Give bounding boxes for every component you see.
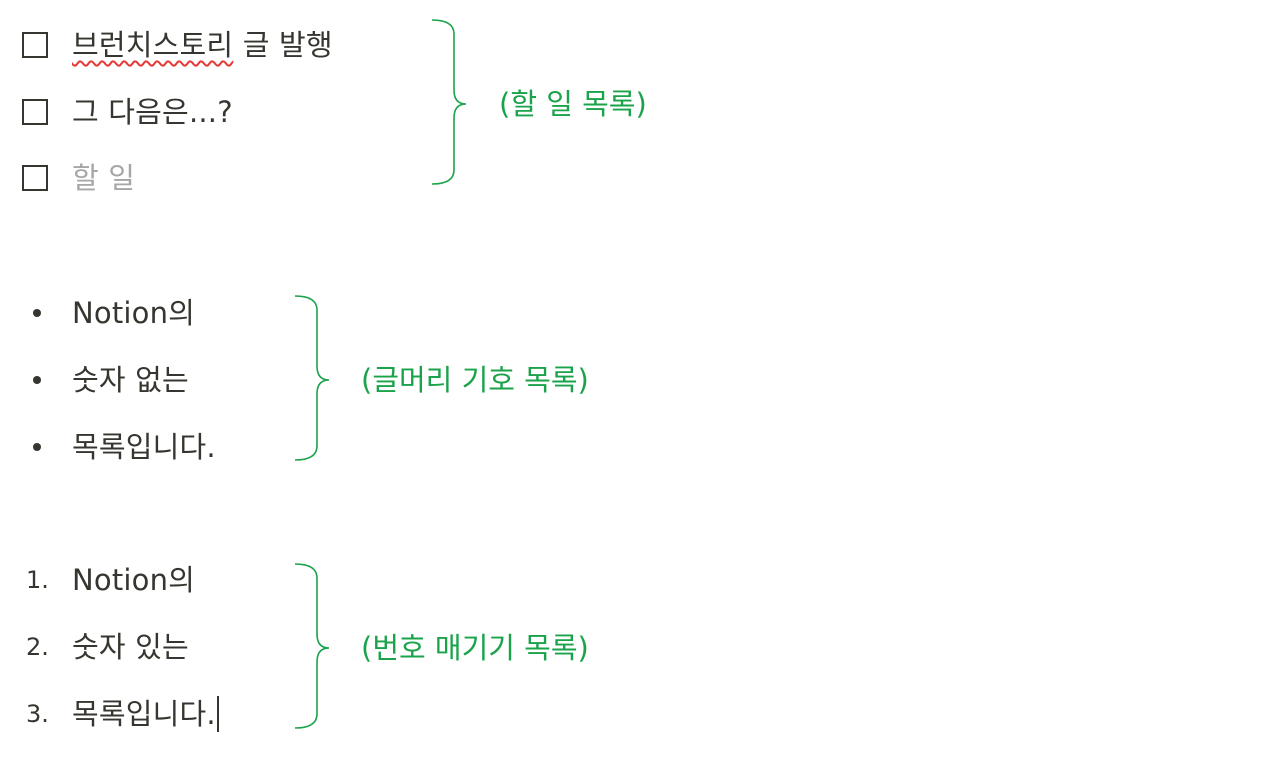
todo-brace <box>431 19 467 185</box>
list-number: 2. <box>26 633 49 661</box>
bullet-item-text[interactable]: 목록입니다. <box>72 430 216 464</box>
list-number: 3. <box>26 700 49 728</box>
numbered-item-text: 목록입니다. <box>72 697 216 731</box>
bullet-annotation: (글머리 기호 목록) <box>361 363 589 397</box>
todo-item-text[interactable]: 브런치스토리 글 발행 <box>72 25 333 65</box>
numbered-item-text[interactable]: 숫자 있는 <box>72 630 189 664</box>
bullet-icon <box>33 376 41 384</box>
todo-annotation: (할 일 목록) <box>499 87 647 121</box>
todo-checkbox[interactable] <box>22 165 48 191</box>
todo-checkbox[interactable] <box>22 32 48 58</box>
todo-item-rest-text: 글 발행 <box>233 28 333 62</box>
numbered-item-text[interactable]: Notion의 <box>72 563 196 597</box>
bullet-brace <box>294 295 330 461</box>
numbered-item-text-active[interactable]: 목록입니다. <box>72 694 219 734</box>
bullet-icon <box>33 443 41 451</box>
list-number: 1. <box>26 566 49 594</box>
todo-checkbox[interactable] <box>22 99 48 125</box>
bullet-item-text[interactable]: Notion의 <box>72 296 196 330</box>
todo-placeholder-text[interactable]: 할 일 <box>72 161 136 195</box>
spellcheck-flagged-word: 브런치스토리 <box>72 28 234 62</box>
bullet-item-text[interactable]: 숫자 없는 <box>72 363 189 397</box>
todo-item-text[interactable]: 그 다음은...? <box>72 95 233 129</box>
bullet-icon <box>33 309 41 317</box>
text-cursor <box>216 696 219 732</box>
numbered-brace <box>294 563 330 729</box>
numbered-annotation: (번호 매기기 목록) <box>361 631 589 665</box>
